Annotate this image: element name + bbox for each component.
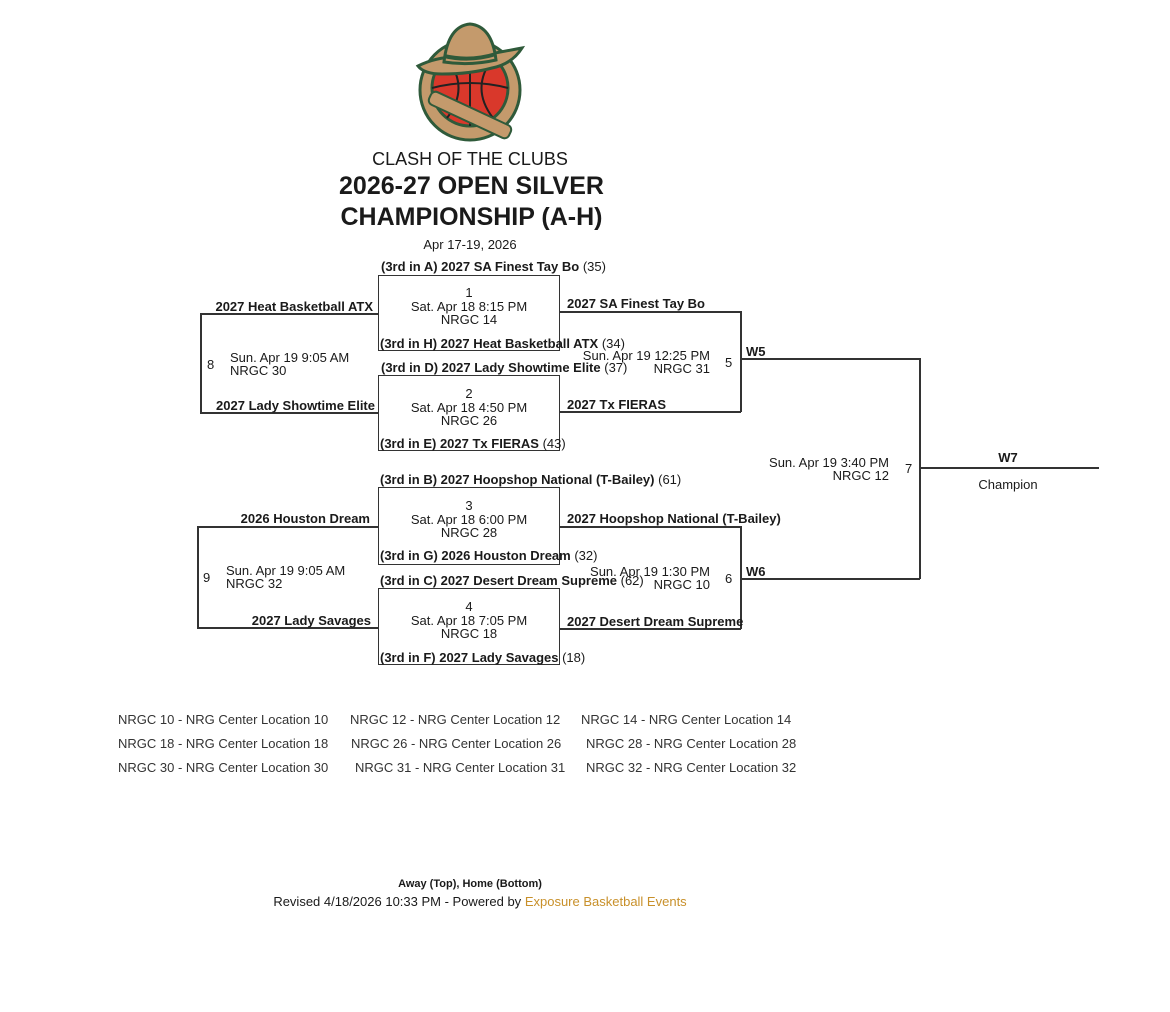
game3-location: NRGC 28 xyxy=(440,525,498,540)
game3-top-seed: (3rd in B) 2027 Hoopshop National (T-Bai… xyxy=(380,472,682,487)
champion-label: Champion xyxy=(978,477,1038,492)
game6-top-team: 2027 Hoopshop National (T-Bailey) xyxy=(567,511,781,526)
game5-number: 5 xyxy=(725,355,733,370)
game9-bottom-team: 2027 Lady Savages xyxy=(251,613,371,628)
game5-winner: W5 xyxy=(746,344,766,359)
title-line-1: 2026-27 OPEN SILVER xyxy=(339,172,604,200)
legend-item: NRGC 28 - NRG Center Location 28 xyxy=(586,736,797,751)
game4-bottom-seed: (3rd in F) 2027 Lady Savages (18) xyxy=(380,650,586,665)
legend-item: NRGC 26 - NRG Center Location 26 xyxy=(351,736,562,751)
game9-top-team: 2026 Houston Dream xyxy=(240,511,370,526)
game1-box: 1 Sat. Apr 18 8:15 PM NRGC 14 xyxy=(378,275,560,351)
clash-of-the-clubs-logo xyxy=(415,22,526,142)
legend-item: NRGC 31 - NRG Center Location 31 xyxy=(355,760,566,775)
game9-number: 9 xyxy=(203,570,211,585)
game5-location: NRGC 31 xyxy=(653,361,710,376)
game3-bottom-seed: (3rd in G) 2026 Houston Dream (32) xyxy=(380,548,598,563)
game4-box: 4 Sat. Apr 18 7:05 PM NRGC 18 xyxy=(378,588,560,665)
game6-number: 6 xyxy=(725,571,733,586)
game2-location: NRGC 26 xyxy=(440,413,498,428)
event-name: CLASH OF THE CLUBS xyxy=(372,149,568,169)
revised-line: Revised 4/18/2026 10:33 PM - Powered by … xyxy=(200,894,760,909)
game5-top-team: 2027 SA Finest Tay Bo xyxy=(567,296,705,311)
game8-number: 8 xyxy=(207,357,215,372)
revised-text: Revised 4/18/2026 10:33 PM - Powered by xyxy=(273,894,522,909)
legend-item: NRGC 32 - NRG Center Location 32 xyxy=(586,760,797,775)
game5-bottom-team: 2027 Tx FIERAS xyxy=(567,397,666,412)
game8-top-team: 2027 Heat Basketball ATX xyxy=(215,299,373,314)
game7-winner: W7 xyxy=(998,450,1018,465)
game9-time: Sun. Apr 19 9:05 AM xyxy=(226,563,346,578)
game7-number: 7 xyxy=(905,461,913,476)
game8-location: NRGC 30 xyxy=(230,363,287,378)
game8-time: Sun. Apr 19 9:05 AM xyxy=(230,350,350,365)
game3-time: Sat. Apr 18 6:00 PM xyxy=(410,511,528,527)
game6-location: NRGC 10 xyxy=(653,577,710,592)
game5-time: Sun. Apr 19 12:25 PM xyxy=(582,348,710,363)
title-line-2: CHAMPIONSHIP (A-H) xyxy=(340,203,603,231)
game3-box: 3 Sat. Apr 18 6:00 PM NRGC 28 xyxy=(378,487,560,565)
game4-top-seed: (3rd in C) 2027 Desert Dream Supreme (62… xyxy=(380,573,644,588)
game4-time: Sat. Apr 18 7:05 PM xyxy=(410,612,528,628)
game2-number: 2 xyxy=(465,386,473,401)
game2-time: Sat. Apr 18 4:50 PM xyxy=(410,399,528,415)
game1-location: NRGC 14 xyxy=(440,312,498,327)
game4-number: 4 xyxy=(465,599,473,614)
game6-bottom-team: 2027 Desert Dream Supreme xyxy=(567,614,744,629)
game7-location: NRGC 12 xyxy=(832,468,889,483)
game1-time: Sat. Apr 18 8:15 PM xyxy=(410,298,528,314)
game1-number: 1 xyxy=(465,285,473,300)
game2-top-seed: (3rd in D) 2027 Lady Showtime Elite (37) xyxy=(381,360,628,375)
legend-item: NRGC 18 - NRG Center Location 18 xyxy=(118,736,329,751)
exposure-link[interactable]: Exposure Basketball Events xyxy=(524,894,687,909)
game4-location: NRGC 18 xyxy=(440,626,498,641)
game1-bottom-seed: (3rd in H) 2027 Heat Basketball ATX (34) xyxy=(380,336,625,351)
game8-bottom-team: 2027 Lady Showtime Elite xyxy=(216,398,375,413)
game3-number: 3 xyxy=(465,498,473,513)
legend-item: NRGC 30 - NRG Center Location 30 xyxy=(118,760,329,775)
game1-top-seed: (3rd in A) 2027 SA Finest Tay Bo (35) xyxy=(381,259,606,274)
home-away-note: Away (Top), Home (Bottom) xyxy=(398,878,542,890)
game6-time: Sun. Apr 19 1:30 PM xyxy=(590,564,710,579)
legend-item: NRGC 10 - NRG Center Location 10 xyxy=(118,712,329,727)
event-dates: Apr 17-19, 2026 xyxy=(423,237,517,252)
game7-time: Sun. Apr 19 3:40 PM xyxy=(769,455,889,470)
game2-box: 2 Sat. Apr 18 4:50 PM NRGC 26 xyxy=(378,375,560,451)
game2-bottom-seed: (3rd in E) 2027 Tx FIERAS (43) xyxy=(380,436,566,451)
game9-location: NRGC 32 xyxy=(226,576,283,591)
legend-item: NRGC 14 - NRG Center Location 14 xyxy=(581,712,792,727)
legend-item: NRGC 12 - NRG Center Location 12 xyxy=(350,712,561,727)
game6-winner: W6 xyxy=(746,564,766,579)
